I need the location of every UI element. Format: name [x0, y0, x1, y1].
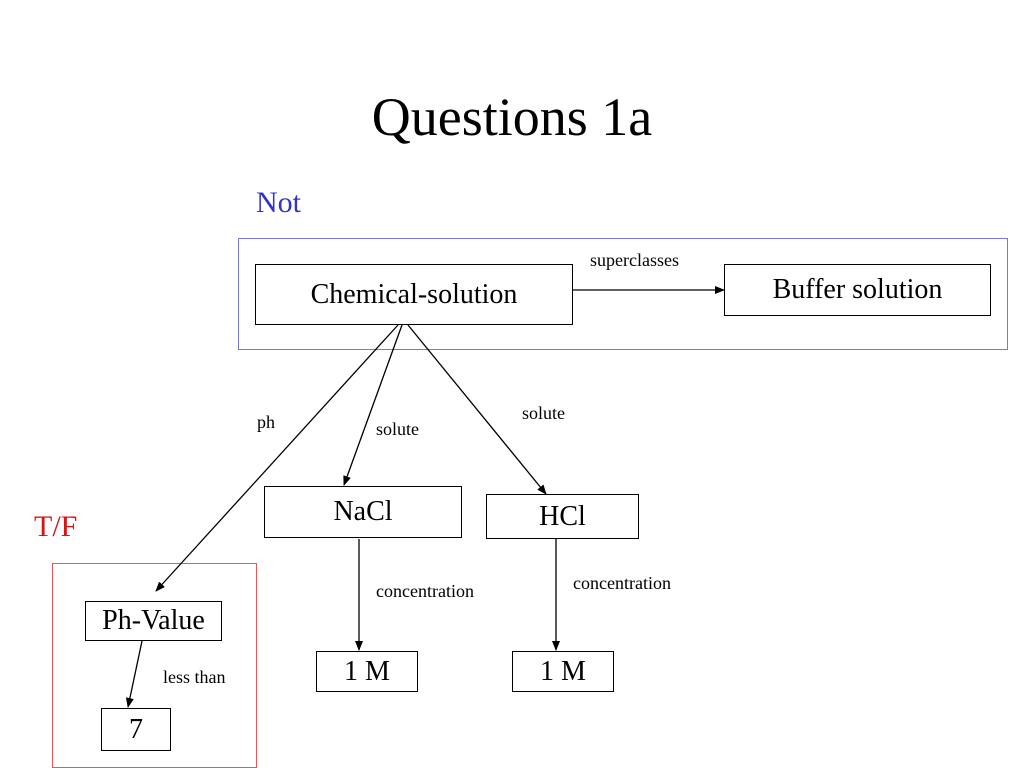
- solute-hcl-arrow: [407, 324, 547, 495]
- nacl-node: NaCl: [264, 486, 462, 538]
- tf-group-label: T/F: [34, 510, 78, 543]
- nacl-concentration-value-node: 1 M: [316, 651, 418, 692]
- less-than-label: less than: [163, 667, 226, 687]
- not-group-label: Not: [256, 186, 301, 219]
- solute-nacl-arrow: [343, 324, 403, 486]
- superclasses-label: superclasses: [590, 250, 679, 270]
- ph-arrow: [155, 324, 399, 592]
- solute-hcl-label: solute: [522, 403, 565, 423]
- ph-value-node: Ph-Value: [85, 601, 222, 641]
- buffer-solution-node: Buffer solution: [724, 264, 991, 316]
- chemical-solution-node: Chemical-solution: [255, 264, 573, 325]
- page-title: Questions 1a: [371, 87, 653, 147]
- seven-node: 7: [101, 708, 171, 751]
- hcl-node: HCl: [486, 494, 639, 539]
- not-group-frame: [238, 238, 1008, 350]
- solute-nacl-label: solute: [376, 419, 419, 439]
- hcl-concentration-value-node: 1 M: [512, 651, 614, 692]
- concentration-nacl-label: concentration: [376, 581, 474, 601]
- less-than-arrow: [125, 640, 143, 708]
- concentration-hcl-label: concentration: [573, 573, 671, 593]
- ph-label: ph: [257, 412, 275, 432]
